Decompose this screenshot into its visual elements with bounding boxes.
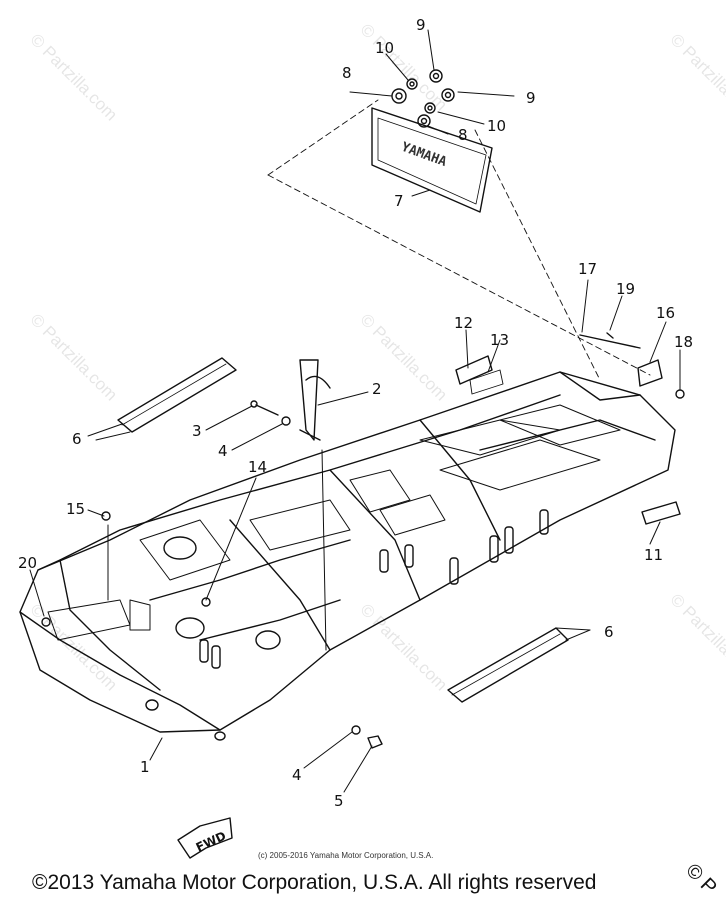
small-credit: (c) 2005-2016 Yamaha Motor Corporation, …	[258, 851, 434, 860]
callout-5: 5	[334, 792, 344, 810]
bottom-nut	[351, 725, 383, 749]
decal	[641, 501, 681, 525]
running-board	[117, 357, 569, 703]
callout-17: 17	[578, 260, 597, 278]
callout-19: 19	[616, 280, 635, 298]
callout-10b: 10	[487, 117, 506, 135]
callout-12: 12	[454, 314, 473, 332]
plate-text: YAMAHA	[399, 140, 448, 170]
callout-10: 10	[375, 39, 394, 57]
callout-8: 8	[342, 64, 352, 82]
assembly-leader-lines	[267, 99, 651, 381]
callout-14: 14	[248, 458, 267, 476]
callout-3: 3	[192, 422, 202, 440]
callout-13: 13	[490, 331, 509, 349]
emblem-plate	[455, 355, 504, 395]
bolt	[250, 400, 291, 426]
rear-bracket	[299, 359, 331, 441]
callout-18: 18	[674, 333, 693, 351]
callout-20: 20	[18, 554, 37, 572]
callout-2: 2	[372, 380, 382, 398]
license-plate	[371, 107, 493, 213]
callout-4: 4	[218, 442, 228, 460]
callout-11: 11	[644, 546, 663, 564]
callout-6b: 6	[604, 623, 614, 641]
callout-16: 16	[656, 304, 675, 322]
callout-labels: 1 2 3 4 4 5 6 6 7 8 8 9 9 10 10 11 12 13…	[18, 16, 693, 810]
callout-9b: 9	[526, 89, 536, 107]
callout-8b: 8	[458, 126, 468, 144]
callout-1: 1	[140, 758, 150, 776]
leader-lines	[29, 29, 681, 793]
callout-15: 15	[66, 500, 85, 518]
copyright-footer: ©2013 Yamaha Motor Corporation, U.S.A. A…	[32, 871, 597, 894]
plate-hardware	[391, 69, 455, 128]
callout-9: 9	[416, 16, 426, 34]
small-fasteners	[41, 511, 211, 627]
frame-body	[19, 371, 676, 741]
callout-6: 6	[72, 430, 82, 448]
forward-arrow	[177, 817, 233, 859]
callout-4b: 4	[292, 766, 302, 784]
callout-7: 7	[394, 192, 404, 210]
